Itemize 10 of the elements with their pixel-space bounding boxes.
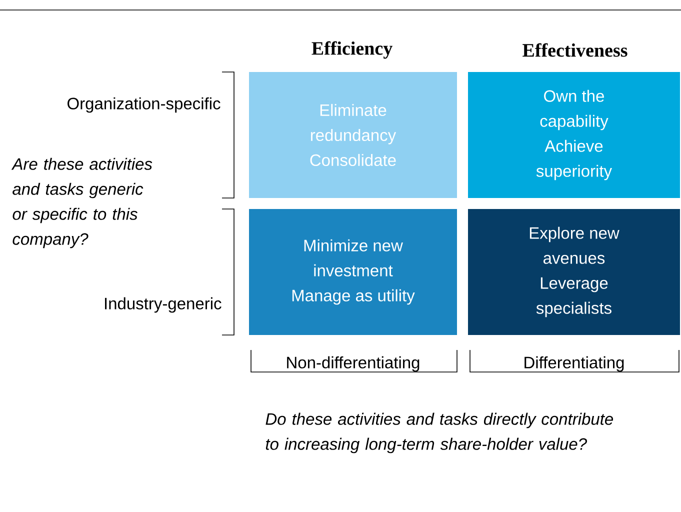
quadrant-box: Eliminate redundancy Consolidate: [249, 72, 457, 198]
axis-question: Do these activities and tasks directly contribute to increasing long-term share-holder value?: [266, 412, 614, 454]
axis-question: Are these activities and tasks generic or specific to this company?: [11, 158, 152, 248]
column-label: Differentiating: [524, 356, 624, 372]
quadrant-box: Minimize new investment Manage as utility: [249, 209, 457, 335]
row-label: Industry-generic: [105, 297, 222, 313]
column-label: Non-differentiating: [287, 356, 420, 372]
quadrant-box: Explore new avenues Leverage specialists: [468, 209, 680, 335]
row-label: Organization-specific: [68, 97, 220, 113]
quadrant-box: Own the capability Achieve superiority: [468, 72, 680, 198]
